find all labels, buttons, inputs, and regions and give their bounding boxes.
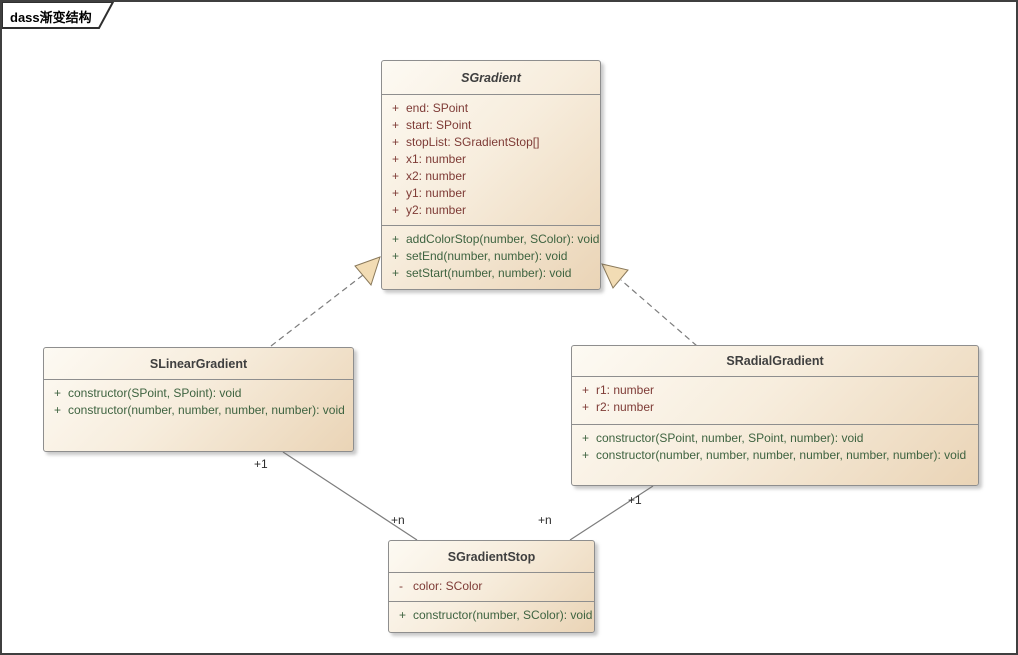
class-sgradientstop-attributes: -color: SColor — [389, 573, 594, 601]
attribute-text: r2: number — [596, 400, 655, 414]
class-sgradientstop-title: SGradientStop — [447, 549, 536, 564]
class-sradialgradient[interactable]: SRadialGradient +r1: number +r2: number … — [571, 345, 979, 486]
visibility-marker: + — [582, 400, 590, 414]
attribute-text: start: SPoint — [406, 118, 472, 132]
diagram-title: dass渐变结构 — [10, 10, 92, 25]
visibility-marker: + — [54, 403, 62, 417]
attribute-text: y1: number — [406, 186, 467, 200]
method-text: constructor(SPoint, SPoint): void — [68, 386, 242, 400]
method-row: + constructor(number, number, number, num… — [44, 402, 349, 419]
class-slineargradient-header: SLinearGradient — [44, 348, 353, 380]
visibility-marker: + — [392, 186, 400, 200]
generalization-arrowhead-left — [354, 256, 381, 287]
attribute-row: + stopList: SGradientStop[] — [382, 134, 596, 151]
method-text: constructor(SPoint, number, SPoint, numb… — [596, 431, 864, 445]
attribute-text: r1: number — [596, 383, 655, 397]
attribute-row: + y1: number — [382, 185, 596, 202]
visibility-marker: - — [399, 579, 403, 593]
attribute-text: stopList: SGradientStop[] — [406, 135, 540, 149]
visibility-marker: + — [399, 608, 407, 622]
generalization-line-slinear-sgradient[interactable] — [270, 274, 364, 347]
generalization-arrowhead-right — [601, 263, 629, 289]
visibility-marker: + — [392, 266, 400, 280]
method-row: + constructor(SPoint, number, SPoint, num… — [572, 430, 974, 447]
method-row: + constructor(number, SColor): void — [389, 607, 593, 624]
visibility-marker: + — [392, 232, 400, 246]
attribute-row: + x2: number — [382, 168, 596, 185]
frame-tab-shape — [2, 2, 115, 29]
class-sgradient-attributes: + end: SPoint + start: SPoint + stopList: S… — [382, 95, 600, 225]
method-text: addColorStop(number, SColor): void — [406, 232, 600, 246]
method-text: setEnd(number, number): void — [406, 249, 568, 263]
attribute-row: -color: SColor — [389, 578, 590, 595]
method-text: constructor(number, number, number, numb… — [596, 448, 967, 462]
method-text: constructor(number, SColor): void — [413, 608, 593, 622]
generalization-line-sradial-sgradient[interactable] — [620, 279, 698, 347]
attribute-text: x1: number — [406, 152, 467, 166]
class-slineargradient-title: SLinearGradient — [149, 356, 248, 371]
attribute-row: + r1: number — [572, 382, 974, 399]
visibility-marker: + — [392, 118, 400, 132]
attribute-row: + end: SPoint — [382, 100, 596, 117]
diagram-frame-tab: dass渐变结构 — [2, 2, 127, 37]
class-sradialgradient-header: SRadialGradient — [572, 346, 978, 377]
attribute-text: y2: number — [406, 203, 467, 217]
visibility-marker: + — [392, 135, 400, 149]
attribute-text: x2: number — [406, 169, 467, 183]
class-slineargradient-methods: + constructor(SPoint, SPoint): void + cons… — [44, 380, 353, 451]
class-slineargradient[interactable]: SLinearGradient + constructor(SPoint, SPo… — [43, 347, 354, 452]
multiplicity-label: +n — [391, 513, 405, 527]
visibility-marker: + — [582, 431, 590, 445]
method-row: + addColorStop(number, SColor): void — [382, 231, 600, 248]
method-text: setStart(number, number): void — [406, 266, 572, 280]
class-sgradientstop[interactable]: SGradientStop -color: SColor + constructo… — [388, 540, 595, 633]
class-sgradient[interactable]: SGradient + end: SPoint + start: SPoint + s… — [381, 60, 601, 290]
class-sgradient-title: SGradient — [461, 70, 521, 85]
method-row: + setEnd(number, number): void — [382, 248, 596, 265]
visibility-marker: + — [392, 152, 400, 166]
multiplicity-label: +1 — [254, 457, 268, 471]
attribute-text: color: SColor — [413, 579, 483, 593]
association-line-sradial-sstop[interactable] — [569, 485, 654, 541]
association-line-slinear-sstop[interactable] — [282, 451, 418, 541]
visibility-marker: + — [582, 448, 590, 462]
method-row: + constructor(number, number, number, num… — [572, 447, 974, 464]
visibility-marker: + — [54, 386, 62, 400]
method-text: constructor(number, number, number, numb… — [68, 403, 345, 417]
class-sgradient-methods: + addColorStop(number, SColor): void + set… — [382, 225, 600, 289]
visibility-marker: + — [392, 249, 400, 263]
class-sradialgradient-attributes: + r1: number + r2: number — [572, 377, 978, 424]
method-row: + constructor(SPoint, SPoint): void — [44, 385, 349, 402]
class-sgradient-header: SGradient — [382, 61, 600, 95]
class-sgradientstop-methods: + constructor(number, SColor): void — [389, 601, 594, 632]
attribute-row: + x1: number — [382, 151, 596, 168]
attribute-row: + y2: number — [382, 202, 596, 219]
class-sgradientstop-header: SGradientStop — [389, 541, 594, 573]
visibility-marker: + — [392, 203, 400, 217]
class-sradialgradient-title: SRadialGradient — [726, 354, 824, 368]
multiplicity-label: +1 — [628, 493, 642, 507]
visibility-marker: + — [582, 383, 590, 397]
attribute-row: + start: SPoint — [382, 117, 596, 134]
attribute-row: + r2: number — [572, 399, 974, 416]
visibility-marker: + — [392, 169, 400, 183]
method-row: + setStart(number, number): void — [382, 265, 596, 282]
attribute-text: end: SPoint — [406, 101, 469, 115]
class-sradialgradient-methods: + constructor(SPoint, number, SPoint, num… — [572, 424, 978, 485]
visibility-marker: + — [392, 101, 400, 115]
multiplicity-label: +n — [538, 513, 552, 527]
